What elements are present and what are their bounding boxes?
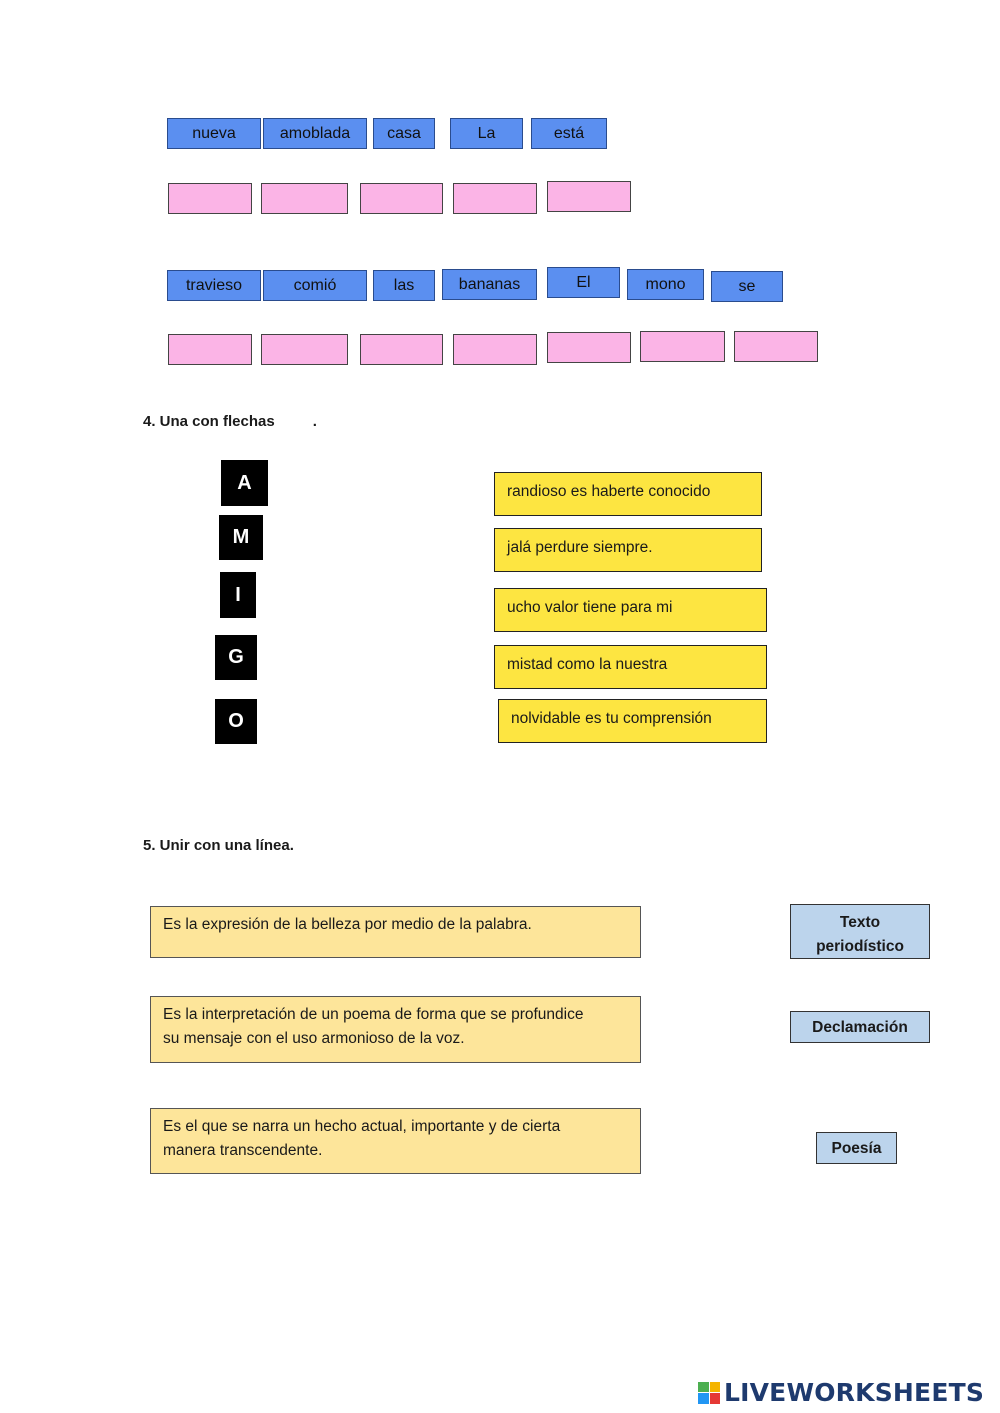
word-tile[interactable]: mono [627, 269, 704, 300]
word-tile[interactable]: travieso [167, 270, 261, 301]
logo-text: LIVEWORKSHEETS [724, 1378, 985, 1407]
letter-tile-i[interactable]: I [220, 572, 256, 618]
word-tile[interactable]: El [547, 267, 620, 298]
word-tile[interactable]: se [711, 271, 783, 302]
term-line: Poesía [831, 1140, 882, 1157]
drop-slot[interactable] [261, 183, 348, 214]
word-tile[interactable]: está [531, 118, 607, 149]
letter-tile-o[interactable]: O [215, 699, 257, 744]
drop-slot[interactable] [360, 183, 443, 214]
definition-box[interactable]: Es el que se narra un hecho actual, impo… [150, 1108, 641, 1174]
drop-slot[interactable] [261, 334, 348, 365]
drop-slot[interactable] [547, 181, 631, 212]
word-tile[interactable]: bananas [442, 269, 537, 300]
definition-line: Es la expresión de la belleza por medio … [163, 916, 532, 933]
drop-slot[interactable] [168, 183, 252, 214]
letter-tile-g[interactable]: G [215, 635, 257, 680]
letter-tile-a[interactable]: A [221, 460, 268, 506]
drop-slot[interactable] [547, 332, 631, 363]
term-line: periodístico [816, 938, 904, 955]
term-box-poesia[interactable]: Poesía [816, 1132, 897, 1164]
phrase-box[interactable]: ucho valor tiene para mi [494, 588, 767, 632]
phrase-box[interactable]: randioso es haberte conocido [494, 472, 762, 516]
drop-slot[interactable] [640, 331, 725, 362]
drop-slot[interactable] [453, 334, 537, 365]
liveworksheets-logo[interactable]: LIVEWORKSHEETS [698, 1378, 984, 1407]
drop-slot[interactable] [453, 183, 537, 214]
drop-slot[interactable] [734, 331, 818, 362]
word-tile[interactable]: amoblada [263, 118, 367, 149]
exercise-4-title: 4. Una con flechas. [143, 413, 317, 430]
word-tile[interactable]: nueva [167, 118, 261, 149]
definition-box[interactable]: Es la expresión de la belleza por medio … [150, 906, 641, 958]
phrase-box[interactable]: mistad como la nuestra [494, 645, 767, 689]
definition-line: manera transcendente. [163, 1142, 323, 1159]
drop-slot[interactable] [168, 334, 252, 365]
term-box-texto-periodistico[interactable]: Texto periodístico [790, 904, 930, 959]
term-line: Declamación [812, 1019, 908, 1036]
letter-tile-m[interactable]: M [219, 515, 263, 560]
definition-line: Es el que se narra un hecho actual, impo… [163, 1118, 561, 1135]
drop-slot[interactable] [360, 334, 443, 365]
definition-line: Es la interpretación de un poema de form… [163, 1006, 584, 1023]
word-tile[interactable]: comió [263, 270, 367, 301]
term-line: Texto [839, 914, 881, 931]
phrase-box[interactable]: nolvidable es tu comprensión [498, 699, 767, 743]
word-tile[interactable]: La [450, 118, 523, 149]
exercise-5-title: 5. Unir con una línea. [143, 837, 294, 854]
phrase-box[interactable]: jalá perdure siempre. [494, 528, 762, 572]
word-tile[interactable]: casa [373, 118, 435, 149]
term-box-declamacion[interactable]: Declamación [790, 1011, 930, 1043]
definition-box[interactable]: Es la interpretación de un poema de form… [150, 996, 641, 1063]
definition-line: su mensaje con el uso armonioso de la vo… [163, 1030, 465, 1047]
liveworksheets-logo-icon [698, 1381, 720, 1404]
word-tile[interactable]: las [373, 270, 435, 301]
